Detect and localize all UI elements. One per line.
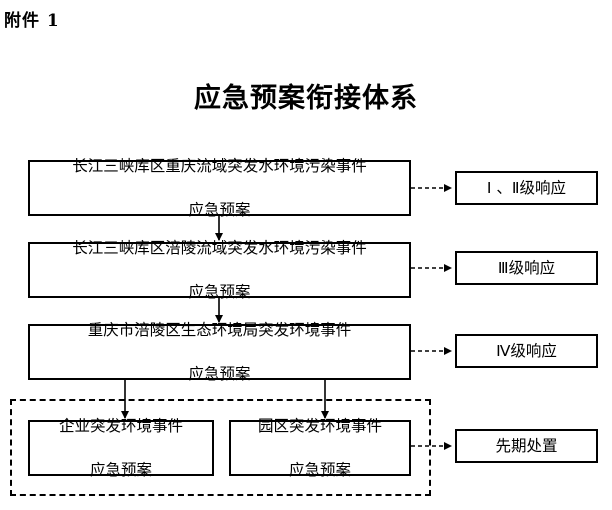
response-box-level-4: Ⅳ级响应	[455, 334, 598, 368]
plan-box-fuling-basin: 长江三峡库区涪陵流域突发水环境污染事件 应急预案	[28, 239, 411, 301]
plan-box-enterprise: 企业突发环境事件 应急预案	[28, 417, 214, 479]
response-label: Ⅲ级响应	[497, 259, 556, 277]
plan-box-industrial-park: 园区突发环境事件 应急预案	[229, 417, 411, 479]
annex-label: 附件 1	[4, 11, 60, 31]
plan-box-fuling-eco-bureau: 重庆市涪陵区生态环境局突发环境事件 应急预案	[28, 321, 411, 383]
response-label: Ⅰ 、Ⅱ级响应	[486, 179, 567, 197]
plan-box-line: 长江三峡库区涪陵流域突发水环境污染事件	[72, 239, 367, 257]
response-box-level-1-2: Ⅰ 、Ⅱ级响应	[455, 171, 598, 205]
plan-box-line: 园区突发环境事件	[257, 417, 382, 435]
plan-box-line: 长江三峡库区重庆流域突发水环境污染事件	[72, 157, 367, 175]
plan-box-line: 应急预案	[188, 201, 251, 219]
response-label: 先期处置	[495, 437, 558, 455]
local-plans-group	[10, 399, 431, 496]
response-box-level-3: Ⅲ级响应	[455, 251, 598, 285]
plan-box-line: 企业突发环境事件	[58, 417, 183, 435]
plan-box-line: 应急预案	[188, 365, 251, 383]
plan-box-line: 应急预案	[288, 461, 351, 479]
response-label: Ⅳ级响应	[496, 342, 557, 360]
response-box-initial-response: 先期处置	[455, 429, 598, 463]
plan-box-chongqing-basin: 长江三峡库区重庆流域突发水环境污染事件 应急预案	[28, 157, 411, 219]
diagram-title: 应急预案衔接体系	[194, 83, 418, 114]
plan-box-line: 应急预案	[89, 461, 152, 479]
plan-box-line: 应急预案	[188, 283, 251, 301]
plan-box-line: 重庆市涪陵区生态环境局突发环境事件	[87, 321, 352, 339]
